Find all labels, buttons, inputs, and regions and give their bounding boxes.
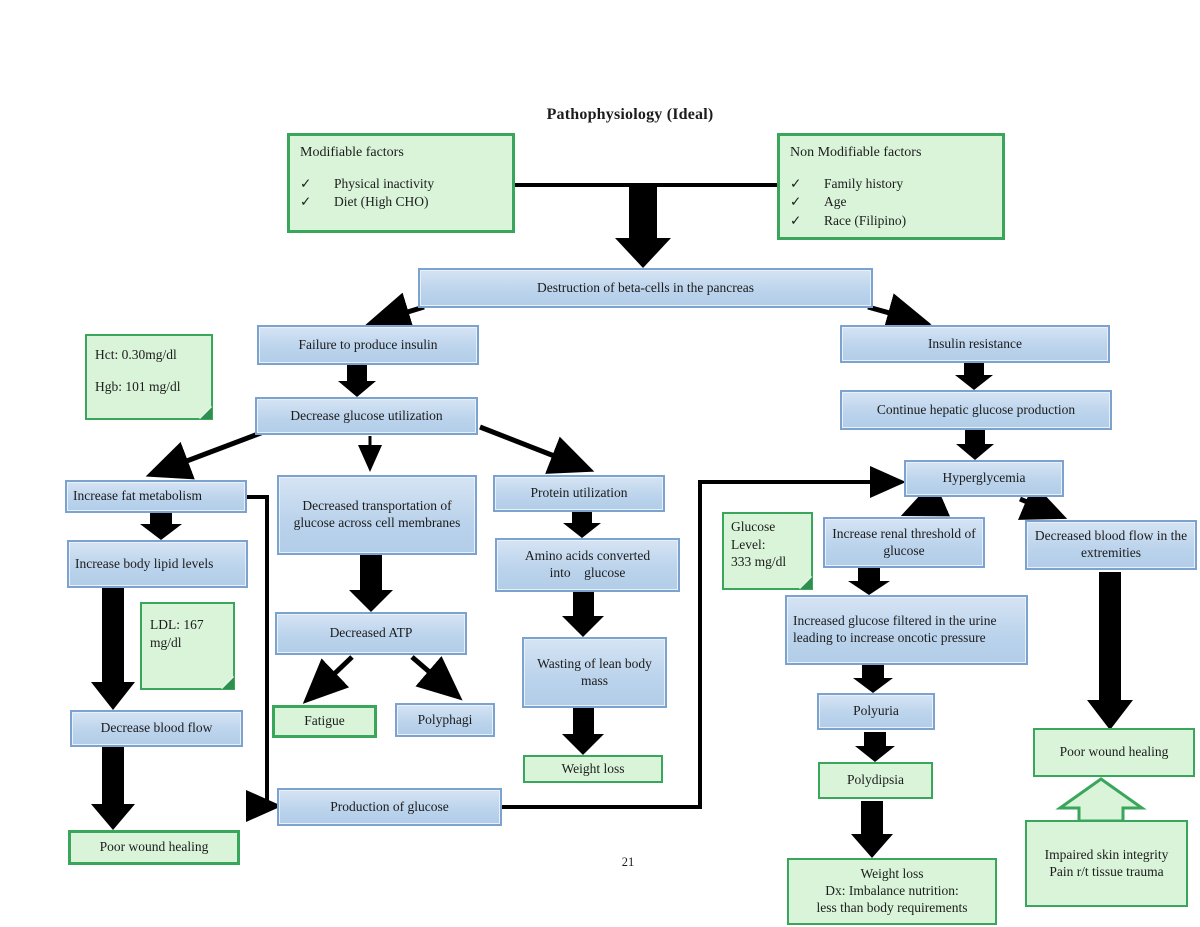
check-icon: ✓: [300, 175, 312, 191]
node-decrease-blood-flow: Decrease blood flow: [70, 710, 243, 747]
arrow-hyperglycemia-to-renal: [900, 479, 951, 517]
node-wasting-lean-body-mass: Wasting of lean body mass: [522, 637, 667, 708]
node-decreased-atp: Decreased ATP: [275, 612, 467, 655]
node-increased-glucose-filtered: Increased glucose filtered in the urine …: [785, 595, 1028, 665]
node-hyperglycemia: Hyperglycemia: [904, 460, 1064, 497]
arrow-polyuria-to-polydipsia: [855, 732, 895, 762]
arrow-amino-to-wasting: [562, 592, 604, 637]
arrow-protein-to-amino: [563, 512, 601, 538]
sticky-fold-icon: [800, 577, 812, 589]
arrow-dgu-to-fat-metabolism: [145, 428, 267, 480]
sticky-fold-icon: [200, 407, 212, 419]
node-polyphagi: Polyphagi: [395, 703, 495, 737]
node-weight-loss-dx: Weight loss Dx: Imbalance nutrition: les…: [787, 858, 997, 925]
node-polyuria: Polyuria: [817, 693, 935, 730]
arrow-wasting-to-weightloss: [562, 708, 604, 755]
node-weight-loss: Weight loss: [523, 755, 663, 783]
sticky-fold-icon: [222, 677, 234, 689]
node-poor-wound-healing-right: Poor wound healing: [1033, 728, 1195, 777]
hgb-value: Hgb: 101 mg/dl: [95, 378, 181, 394]
arrow-atp-to-fatigue: [302, 655, 354, 704]
factor-label: Race (Filipino): [824, 213, 907, 229]
sticky-note-ldl: LDL: 167 mg/dl: [140, 602, 235, 690]
hct-value: Hct: 0.30mg/dl: [95, 347, 177, 362]
arrow-hyperglycemia-to-extremities: [1017, 482, 1068, 520]
node-decreased-blood-flow-extremities: Decreased blood flow in the extremities: [1025, 520, 1197, 570]
arrow-bloodflow-to-pwh: [91, 747, 135, 830]
amino-acids-line2: into glucose: [549, 565, 626, 580]
glucose-label-line1: Glucose: [731, 519, 776, 534]
node-polydipsia: Polydipsia: [818, 762, 933, 799]
arrow-impaired-to-pwh: [1055, 777, 1147, 823]
node-continue-hepatic: Continue hepatic glucose production: [840, 390, 1112, 430]
ldl-value-line2: mg/dl: [150, 634, 182, 650]
arrow-failure-to-dgu: [338, 365, 376, 397]
weight-loss-dx-line2: Dx: Imbalance nutrition:: [825, 883, 959, 899]
check-icon: ✓: [790, 175, 802, 191]
weight-loss-dx-line1: Weight loss: [860, 866, 924, 882]
modifiable-factor-item: ✓ Physical inactivity: [300, 176, 434, 193]
check-icon: ✓: [300, 194, 312, 210]
factor-label: Diet (High CHO): [334, 194, 429, 210]
modifiable-factors-title: Modifiable factors: [300, 145, 404, 160]
arrow-factors-to-destruction: [615, 183, 671, 268]
non-modifiable-factors-title: Non Modifiable factors: [790, 145, 922, 160]
node-failure-produce-insulin: Failure to produce insulin: [257, 325, 479, 365]
check-icon: ✓: [790, 213, 802, 229]
arrow-insulin-to-hepatic: [955, 363, 993, 390]
arrow-renal-to-filtered: [848, 568, 890, 595]
arrow-filtered-to-polyuria: [853, 665, 893, 693]
arrow-extremities-to-pwh: [1087, 572, 1133, 730]
connector-production-to-hyperglycemia: [502, 480, 888, 809]
connector-fat-to-production: [247, 495, 271, 808]
non-modifiable-factor-item: ✓ Family history: [790, 176, 903, 193]
node-decreased-transportation: Decreased transportation of glucose acro…: [277, 475, 477, 555]
ldl-value-line1: LDL: 167: [150, 617, 204, 632]
arrow-dgu-to-protein: [479, 424, 595, 474]
page-number: 21: [621, 855, 635, 869]
modifiable-factors-box: Modifiable factors ✓ Physical inactivity…: [287, 133, 515, 233]
arrow-destruction-to-failure: [365, 292, 425, 331]
node-increase-fat-metabolism: Increase fat metabolism: [65, 480, 247, 513]
non-modifiable-factors-box: Non Modifiable factors ✓ Family history …: [777, 133, 1005, 240]
node-poor-wound-healing-left: Poor wound healing: [68, 830, 240, 865]
modifiable-factor-item: ✓ Diet (High CHO): [300, 194, 429, 211]
node-insulin-resistance: Insulin resistance: [840, 325, 1110, 363]
arrow-atp-to-polyphagi: [410, 655, 463, 701]
weight-loss-dx-line3: less than body requirements: [816, 899, 968, 915]
node-increase-body-lipid: Increase body lipid levels: [67, 540, 248, 588]
node-fatigue: Fatigue: [272, 705, 377, 738]
sticky-note-hct-hgb: Hct: 0.30mg/dl Hgb: 101 mg/dl: [85, 334, 213, 420]
arrow-lipid-to-bloodflow: [91, 588, 135, 710]
node-destruction-beta-cells: Destruction of beta-cells in the pancrea…: [418, 268, 873, 308]
sticky-note-glucose-level: Glucose Level: 333 mg/dl: [722, 512, 813, 590]
node-amino-acids: Amino acids converted into glucose: [495, 538, 680, 592]
arrow-transportation-to-atp: [349, 555, 393, 612]
factor-label: Physical inactivity: [334, 175, 435, 191]
node-increase-renal-threshold: Increase renal threshold of glucose: [823, 517, 985, 568]
arrow-hepatic-to-hyperglycemia: [956, 430, 994, 460]
arrow-polydipsia-to-weightlossdx: [851, 801, 893, 858]
factor-label: Age: [824, 194, 847, 210]
node-production-of-glucose: Production of glucose: [277, 788, 502, 826]
arrow-fat-to-lipid: [140, 513, 182, 540]
arrow-destruction-to-insulin-resistance: [867, 293, 932, 332]
node-impaired-skin-integrity: Impaired skin integrity Pain r/t tissue …: [1025, 820, 1188, 907]
non-modifiable-factor-item: ✓ Age: [790, 194, 847, 211]
check-icon: ✓: [790, 194, 802, 210]
node-protein-utilization: Protein utilization: [493, 475, 665, 512]
non-modifiable-factor-item: ✓ Race (Filipino): [790, 213, 906, 230]
glucose-value: 333 mg/dl: [731, 554, 787, 570]
factor-label: Family history: [824, 175, 904, 191]
glucose-label-line2: Level:: [731, 536, 766, 552]
amino-acids-line1: Amino acids converted: [524, 548, 651, 564]
node-decrease-glucose-utilization: Decrease glucose utilization: [255, 397, 478, 435]
page-title: Pathophysiology (Ideal): [546, 106, 714, 123]
